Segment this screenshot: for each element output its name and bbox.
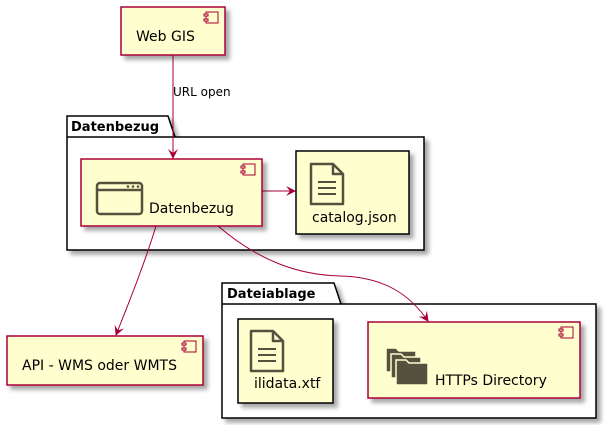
artifact-ilidata-label: ilidata.xtf [254,376,321,392]
component-icon [181,340,197,353]
component-api-label: API - WMS oder WMTS [22,358,177,374]
file-icon [309,162,345,206]
component-datenbezug[interactable]: Datenbezug [80,158,263,227]
artifact-catalog-label: catalog.json [312,210,397,226]
artifact-ilidata[interactable]: ilidata.xtf [237,318,334,404]
package-datenbezug-label: Datenbezug [71,120,159,135]
component-datenbezug-label: Datenbezug [149,201,234,217]
folders-icon [385,347,429,386]
component-api[interactable]: API - WMS oder WMTS [6,335,204,386]
component-icon [203,11,219,24]
edge-datenbezug-to-https [217,225,429,322]
artifact-catalog[interactable]: catalog.json [295,150,410,235]
edges: URL open [114,55,429,336]
edge-url-open-label: URL open [173,85,231,99]
component-https-directory-label: HTTPs Directory [435,373,547,389]
component-https-directory[interactable]: HTTPs Directory [367,321,581,399]
component-webgis-label: Web GIS [136,29,195,45]
browser-window-icon [95,181,144,216]
component-webgis[interactable]: Web GIS [120,6,226,56]
package-dateiablage-label: Dateiablage [227,287,316,302]
edge-datenbezug-to-api [114,225,157,336]
file-icon [249,329,285,373]
component-icon [240,163,256,176]
component-icon [558,326,574,339]
